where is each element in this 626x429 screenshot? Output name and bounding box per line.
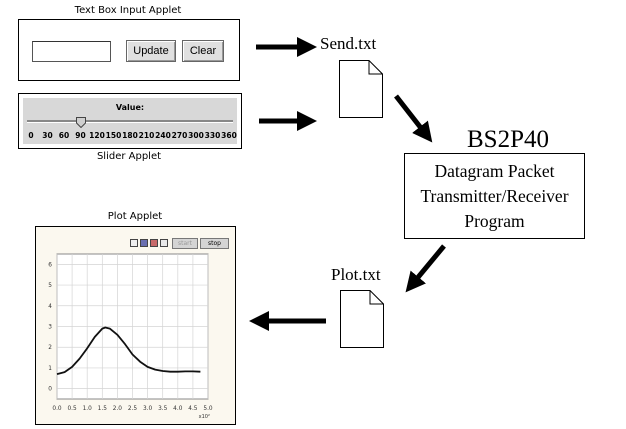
slider-tick-label: 0 — [28, 131, 34, 140]
plot-applet-caption: Plot Applet — [107, 211, 163, 222]
plot-chart: 0.0 0.5 1.0 1.5 2.0 2.5 3.0 3.5 4.0 4.5 5.0 0 1 2 3 4 5 6… — [48, 253, 213, 420]
slider-track[interactable] — [27, 120, 233, 123]
plot-file-label: Plot.txt — [331, 265, 381, 284]
arrow-send-to-program — [394, 94, 433, 143]
clear-button[interactable]: Clear — [182, 40, 224, 62]
program-line: Transmitter/Receiver — [420, 186, 569, 206]
plot-y-tick-label: 2 — [48, 345, 52, 351]
plot-x-tick-label: 1.5 — [98, 406, 108, 412]
slider-tick-label: 270 — [171, 131, 188, 140]
slider-tick-label: 180 — [122, 131, 138, 140]
plot-x-tick-label: 4.0 — [173, 406, 183, 412]
slider-tick-label: 360 — [221, 131, 237, 140]
slider-value-label: Value: — [115, 103, 145, 112]
slider-tick-label: 30 — [42, 131, 53, 140]
plot-y-tick-label: 5 — [48, 283, 52, 289]
arrow-program-to-plot — [405, 244, 446, 293]
plot-y-tick-label: 0 — [48, 387, 52, 393]
slider-thumb[interactable] — [75, 115, 86, 129]
slider-tick-label: 300 — [188, 131, 204, 140]
textbox-applet-caption: Text Box Input Applet — [74, 5, 182, 16]
plot-x-tick-label: 0.5 — [67, 406, 77, 412]
device-label: BS2P40 — [467, 126, 549, 153]
plot-toolbar-icon[interactable] — [130, 239, 138, 247]
plot-y-tick-label: 3 — [48, 325, 52, 331]
plot-y-tick-label: 6 — [48, 262, 52, 268]
plot-x-tick-label: 1.0 — [83, 406, 93, 412]
plot-x-tick-label: 5.0 — [203, 406, 213, 412]
plot-y-tick-label: 1 — [48, 366, 52, 372]
plot-x-tick-label: 0.0 — [52, 406, 62, 412]
plot-y-tick-label: 4 — [48, 304, 52, 310]
text-input-field[interactable] — [32, 41, 111, 62]
plot-toolbar-icon[interactable] — [150, 239, 158, 247]
plot-x-tick-label: 4.5 — [188, 406, 198, 412]
plot-x-tick-label: 2.5 — [128, 406, 138, 412]
program-line: Datagram Packet — [434, 161, 555, 181]
plot-x-tick-label: 3.5 — [158, 406, 168, 412]
slider-tick-label: 60 — [58, 131, 70, 140]
slider-tick-label: 120 — [89, 131, 105, 140]
update-button[interactable]: Update — [126, 40, 176, 62]
plot-x-tick-label: 3.0 — [143, 406, 153, 412]
plot-start-button[interactable]: start — [172, 238, 198, 249]
slider-tick-label: 330 — [204, 131, 221, 140]
plot-stop-button[interactable]: stop — [200, 238, 229, 249]
slider-tick-label: 90 — [75, 131, 86, 140]
slider-tick-label: 240 — [155, 131, 171, 140]
plot-applet-frame: start stop 0.0 0.5 1.0 1.5 2.0 2.5 3.0 3.5 4.0 4.… — [35, 226, 236, 425]
textbox-applet-frame: Update Clear — [18, 19, 240, 81]
plot-series-line — [56, 326, 201, 375]
plot-toolbar-icon[interactable] — [140, 239, 148, 247]
program-line: Program — [464, 211, 525, 231]
plot-x-scale-label: x10² — [199, 414, 210, 420]
send-file-icon — [339, 60, 383, 118]
send-file-label: Send.txt — [320, 34, 377, 53]
slider-applet-caption: Slider Applet — [96, 151, 162, 162]
slider-tick-label: 210 — [138, 131, 155, 140]
plot-x-tick-label: 2.0 — [113, 406, 123, 412]
program-box: Datagram Packet Transmitter/Receiver Pro… — [404, 153, 585, 239]
plot-file-icon — [340, 290, 384, 348]
plot-toolbar-icon[interactable] — [160, 239, 168, 247]
slider-tick-label: 150 — [105, 131, 122, 140]
